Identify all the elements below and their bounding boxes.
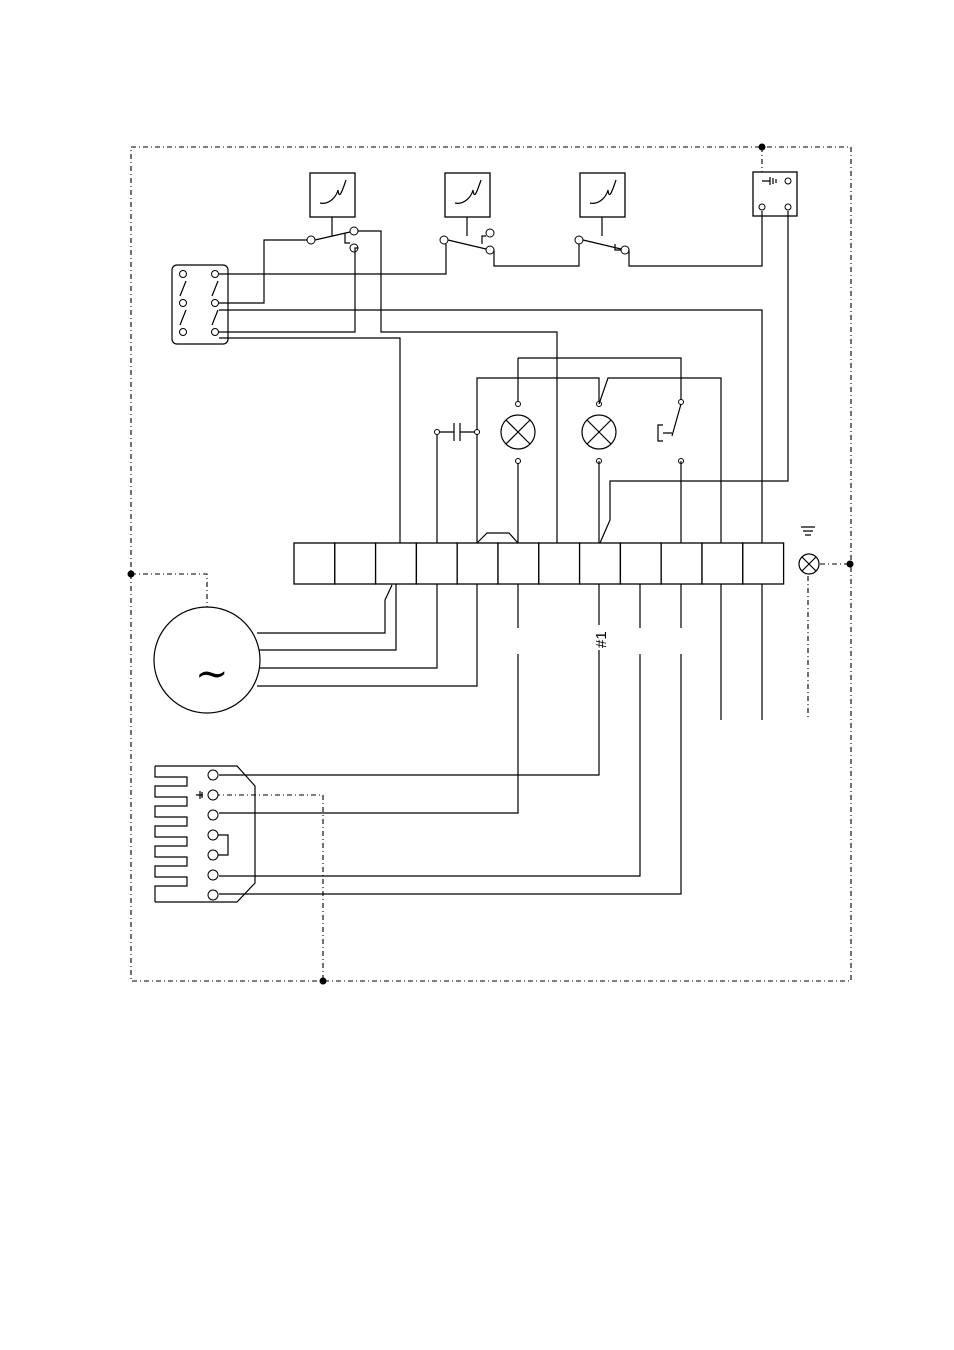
- earth-point-bottom: [319, 977, 327, 985]
- terminal-cell: [456, 542, 499, 585]
- terminal-cell: [334, 542, 377, 585]
- indicator-lamp-1: [500, 357, 682, 543]
- thermostat-3: [579, 172, 626, 218]
- indicator-lamp-2: [476, 377, 722, 543]
- earth-lamp: [798, 526, 820, 575]
- upper-wiring: [219, 211, 789, 544]
- heater-connector: [154, 765, 256, 903]
- terminal-block: [293, 542, 785, 585]
- terminal-cell: [538, 542, 581, 585]
- terminal-cell: [497, 542, 540, 585]
- terminal-cell: [415, 542, 458, 585]
- motor: ~: [153, 584, 478, 714]
- capacitor: [434, 423, 480, 543]
- earth-point-right: [846, 560, 854, 568]
- thermostat-2: [444, 172, 491, 218]
- terminal-cell: [374, 542, 418, 585]
- lower-wiring: #1: [219, 584, 763, 895]
- terminal-cell: [578, 542, 622, 585]
- switch-contacts-1: [306, 217, 359, 253]
- earth-frame: [127, 143, 854, 985]
- safety-thermostat: [752, 171, 798, 217]
- terminal-cell: [701, 542, 744, 585]
- switch-contacts-3: [574, 217, 630, 255]
- terminal-cell: [660, 542, 703, 585]
- push-switch: [476, 399, 684, 544]
- terminal-cell: [619, 542, 662, 585]
- switch-contacts-2: [439, 217, 495, 255]
- selector-switch: [171, 264, 229, 345]
- terminal-cell: [742, 542, 785, 585]
- motor-symbol: ~: [195, 651, 229, 697]
- thermostat-1: [309, 172, 356, 218]
- wire-marker: #1: [593, 631, 610, 648]
- terminal-cell: [293, 542, 336, 585]
